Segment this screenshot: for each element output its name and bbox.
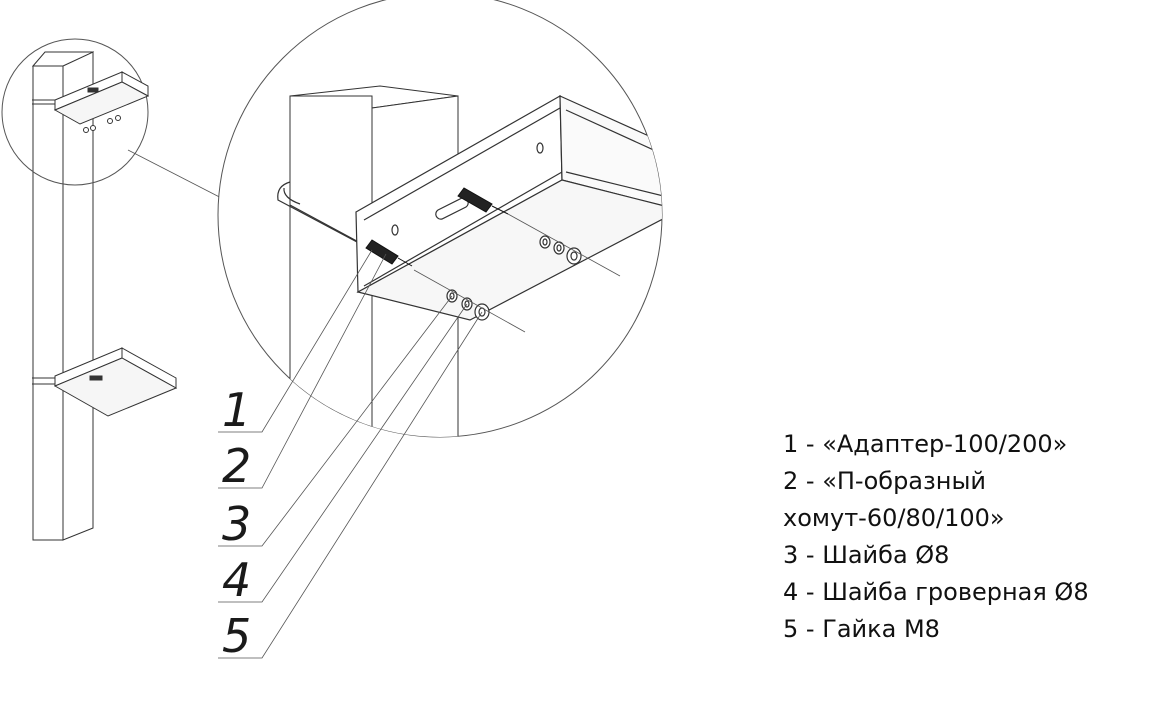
callout-1: 1 <box>222 383 251 437</box>
callout-5: 5 <box>222 609 251 663</box>
detail-circle-small <box>1 38 149 186</box>
legend-item: 5 - Гайка М8 <box>783 615 940 643</box>
callout-4: 4 <box>222 553 251 607</box>
legend-item: 4 - Шайба гроверная Ø8 <box>783 578 1089 606</box>
detail-axis-lines <box>413 213 621 333</box>
legend-item: 1 - «Адаптер-100/200» <box>783 430 1068 458</box>
overview-adapter-bottom <box>32 347 178 417</box>
overview-adapter-top <box>32 71 150 133</box>
detail-u-bolt <box>277 181 373 251</box>
callout-3: 3 <box>222 497 251 551</box>
callout-leaders <box>218 249 483 659</box>
legend-item: 2 - «П-образный хомут-60/80/100» <box>783 467 1005 532</box>
overview-post <box>31 51 95 541</box>
detail-leader-line <box>127 149 236 206</box>
parts-legend: 1 - «Адаптер-100/200» 2 - «П-образный хо… <box>783 426 1143 648</box>
legend-item: 3 - Шайба Ø8 <box>783 541 950 569</box>
callout-2: 2 <box>222 439 251 493</box>
